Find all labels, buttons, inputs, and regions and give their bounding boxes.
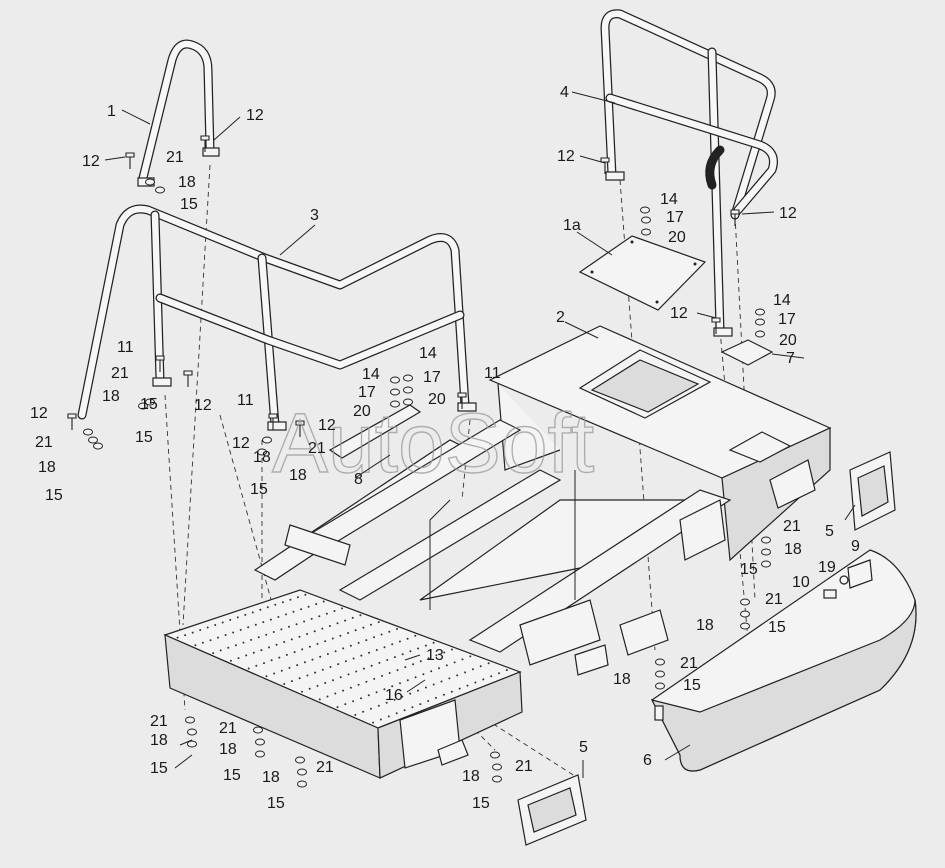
callout-12-b: 12 [82,153,100,170]
callout-20-c: 20 [353,403,371,420]
callout-15-f: 15 [768,619,786,636]
callout-12-f: 12 [194,397,212,414]
small-plate-7 [720,339,774,366]
callout-15-d: 15 [250,481,268,498]
callout-14-a: 14 [660,191,678,208]
callout-18-d: 18 [289,467,307,484]
callout-17-c: 17 [358,384,376,401]
callout-12-e: 12 [670,305,688,322]
handrail-right [600,9,778,337]
callout-21-b: 21 [111,365,129,382]
callout-5-upper: 5 [825,523,834,540]
callout-18-k: 18 [462,768,480,785]
callout-15-k: 15 [472,795,490,812]
watermark-text: AutoSoft [272,396,594,490]
callout-15-j: 15 [267,795,285,812]
callout-21-c: 21 [35,434,53,451]
light-housing-5-upper [849,451,896,531]
callout-12-a: 12 [246,107,264,124]
callout-3: 3 [310,207,319,224]
callout-21-i: 21 [219,720,237,737]
callout-1: 1 [107,103,116,120]
callout-17-b: 17 [778,311,796,328]
callout-18-j: 18 [262,769,280,786]
callout-12-i: 12 [232,435,250,452]
callout-21-d: 21 [308,440,326,457]
callout-17-d: 17 [423,369,441,386]
callout-7: 7 [786,350,795,367]
callout-17-a: 17 [666,209,684,226]
callout-18-c: 18 [38,459,56,476]
callout-21-j: 21 [316,759,334,776]
callout-16: 16 [385,687,403,704]
callout-20-a: 20 [668,229,686,246]
callout-12-g: 12 [30,405,48,422]
callout-18-g: 18 [613,671,631,688]
callout-5-lower: 5 [579,739,588,756]
callout-14-c: 14 [362,366,380,383]
callout-18-l: 18 [253,449,271,466]
callout-12-h: 12 [318,417,336,434]
callout-18-i: 18 [219,741,237,758]
callout-18-e: 18 [784,541,802,558]
callout-21-e: 21 [783,518,801,535]
callout-21-g: 21 [680,655,698,672]
callout-13: 13 [426,647,444,664]
callout-15-l: 15 [140,396,158,413]
bracket-9 [847,559,873,589]
platform-perforations [176,593,508,724]
callout-8: 8 [354,471,363,488]
callout-18-a: 18 [178,174,196,191]
callout-labels: 1 1a 2 3 4 5 5 6 7 8 9 10 11 11 11 12 12… [30,84,860,812]
callout-14-b: 14 [773,292,791,309]
callout-15-h: 15 [150,760,168,777]
main-body-2 [488,325,832,562]
callout-21-h: 21 [150,713,168,730]
callout-15-b: 15 [135,429,153,446]
callout-15-a: 15 [180,196,198,213]
light-housing-5-lower [517,774,587,846]
callout-21-k: 21 [515,758,533,775]
callout-21-a: 21 [166,149,184,166]
handrail-large-left [77,204,477,431]
callout-6: 6 [643,752,652,769]
bracket-8 [328,404,422,459]
callout-leader-lines [104,91,856,778]
callout-11-a: 11 [117,339,134,356]
fender-6 [650,549,917,772]
callout-15-c: 15 [45,487,63,504]
callout-20-d: 20 [428,391,446,408]
callout-10: 10 [792,574,810,591]
callout-15-i: 15 [223,767,241,784]
bolt-10 [823,575,849,599]
callout-15-e: 15 [740,561,758,578]
callout-18-b: 18 [102,388,120,405]
callout-19: 19 [818,559,836,576]
callout-12-c: 12 [557,148,575,165]
step-platform [163,589,523,779]
callout-4: 4 [560,84,569,101]
frame-chassis [253,419,732,676]
callout-14-d: 14 [419,345,437,362]
callout-12-d: 12 [779,205,797,222]
callout-21-f: 21 [765,591,783,608]
callout-20-b: 20 [779,332,797,349]
callout-18-f: 18 [696,617,714,634]
callout-1a: 1a [563,217,581,234]
callout-2: 2 [556,309,565,326]
callout-9: 9 [851,538,860,555]
callout-15-g: 15 [683,677,701,694]
cover-plate-1a [578,235,707,311]
callout-18-h: 18 [150,732,168,749]
callout-11-b: 11 [237,392,254,409]
callout-11-c: 11 [484,365,501,382]
